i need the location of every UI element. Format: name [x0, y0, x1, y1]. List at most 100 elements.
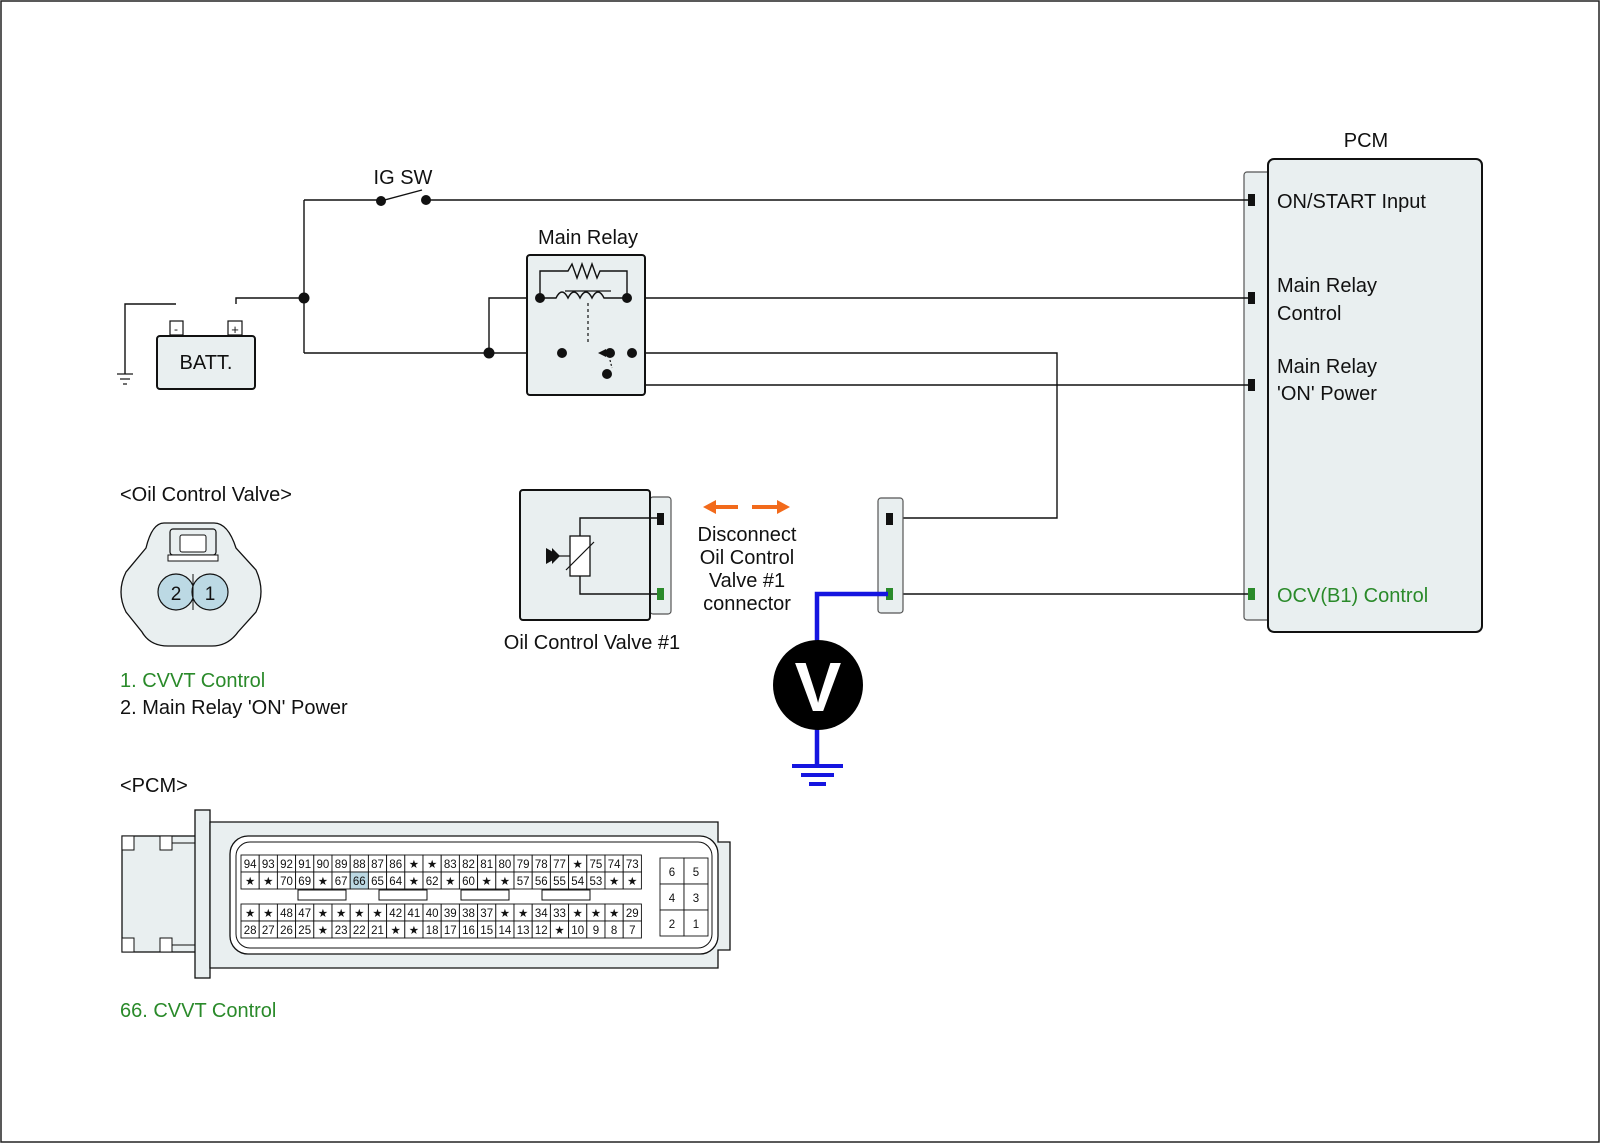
- pcm-pin-label: 88: [353, 859, 366, 871]
- pcm-pin-label: ★: [245, 876, 255, 888]
- pcm-box: [1267, 158, 1483, 633]
- pcm-pin-label: 81: [480, 859, 493, 871]
- pcm-pin-label: 79: [517, 859, 530, 871]
- pcm-pin-label: 66: [353, 876, 366, 888]
- ig-sw-label: IG SW: [374, 167, 433, 189]
- pcm-pin-label: 55: [553, 876, 566, 888]
- pcm-pin-label: 29: [626, 908, 639, 920]
- battery-ground-wire: [124, 303, 176, 374]
- meter-lead-positive: [814, 591, 888, 643]
- pcm-pin-label: ★: [445, 876, 455, 888]
- pcm-pin-label: 9: [593, 925, 599, 937]
- pcm-pin-label: 16: [462, 925, 475, 937]
- pcm-pin-label: 80: [499, 859, 512, 871]
- pcm-label-on-start: ON/START Input: [1277, 191, 1426, 213]
- ocv-legend-2: 2. Main Relay 'ON' Power: [120, 697, 348, 719]
- pcm-pin-label: ★: [318, 908, 328, 920]
- pcm-pin-label: 48: [280, 908, 293, 920]
- pcm-small-pin-label: 3: [693, 893, 699, 905]
- pcm-label-relay-power-1: Main Relay: [1277, 356, 1377, 378]
- pcm-pin-label: 26: [280, 925, 293, 937]
- pcm-pin-label: 17: [444, 925, 457, 937]
- pcm-pin-relay-power: [1248, 379, 1255, 391]
- main-relay: Main Relay: [526, 227, 646, 396]
- relay-coil: [540, 291, 627, 300]
- battery-pos-terminal: [227, 320, 243, 336]
- ocv-connector-title: <Oil Control Valve>: [120, 484, 292, 506]
- pcm-pin-label: 93: [262, 859, 275, 871]
- pcm-pin-label: 34: [535, 908, 548, 920]
- pcm-pin-label: 60: [462, 876, 475, 888]
- pcm-pin-label: 14: [499, 925, 512, 937]
- pcm-pin-ocv-control: [1248, 588, 1255, 600]
- battery-label: BATT.: [180, 352, 233, 374]
- pcm-pin-label: ★: [591, 908, 601, 920]
- pcm-pin-label: 22: [353, 925, 366, 937]
- pcm-small-pin-cell: [683, 857, 709, 885]
- oil-control-valve-1: Oil Control Valve #1: [504, 489, 680, 654]
- pcm-pin-label: 33: [553, 908, 566, 920]
- pcm-pin-label: 67: [335, 876, 348, 888]
- disconnect-line-4: connector: [703, 593, 791, 615]
- disconnect-note: Disconnect Oil Control Valve #1 connecto…: [698, 500, 797, 615]
- voltmeter-label: V: [795, 648, 842, 726]
- relay-power-wire: [631, 353, 1248, 386]
- pcm-pin-label: ★: [500, 908, 510, 920]
- pcm-pin-label: 90: [317, 859, 330, 871]
- pcm-pin-label: ★: [372, 908, 382, 920]
- pcm-block: PCM ON/START Input Main Relay Control Ma…: [1243, 130, 1483, 633]
- pcm-pin-label: 21: [371, 925, 384, 937]
- pcm-pin-label: 82: [462, 859, 475, 871]
- pcm-connector-legend: 66. CVVT Control: [120, 1000, 276, 1022]
- pcm-title: PCM: [1344, 130, 1388, 152]
- ig-switch: IG SW: [374, 167, 433, 206]
- ocv-connector-view: <Oil Control Valve> 2 1 1. CVVT Control …: [120, 484, 348, 719]
- disconnect-line-2: Oil Control: [700, 547, 794, 569]
- pcm-pin-label: 86: [389, 859, 402, 871]
- disconnect-line-1: Disconnect: [698, 524, 797, 546]
- ig-sw-contact: [380, 189, 423, 202]
- pcm-pin-label: 94: [244, 859, 257, 871]
- battery-positive-wire: [235, 297, 304, 304]
- pcm-pin-label: 70: [280, 876, 293, 888]
- pcm-pin-label: 56: [535, 876, 548, 888]
- main-relay-box: [526, 254, 646, 396]
- pcm-pin-label: 65: [371, 876, 384, 888]
- ocv-pin-1-label: 1: [205, 584, 216, 605]
- pcm-small-pin-label: 5: [693, 867, 699, 879]
- pcm-pin-label: 77: [553, 859, 566, 871]
- pcm-pin-label: ★: [263, 908, 273, 920]
- pcm-pin-label: ★: [482, 876, 492, 888]
- pcm-pin-label: 39: [444, 908, 457, 920]
- pcm-small-pin-label: 6: [669, 867, 675, 879]
- pcm-label-relay-power-2: 'ON' Power: [1277, 383, 1377, 405]
- pcm-pin-label: 15: [480, 925, 493, 937]
- pcm-pin-label: 91: [298, 859, 311, 871]
- pcm-small-pin-cell: [683, 909, 709, 937]
- pcm-small-pin-label: 1: [693, 919, 699, 931]
- pcm-pin-label: ★: [573, 908, 583, 920]
- pcm-pin-label: 78: [535, 859, 548, 871]
- pcm-pin-label: 28: [244, 925, 257, 937]
- pcm-pin-label: 73: [626, 859, 639, 871]
- pcm-connector-title: <PCM>: [120, 775, 188, 797]
- wires: [124, 199, 1248, 595]
- pcm-pin-label: ★: [318, 876, 328, 888]
- pcm-pin-label: 8: [611, 925, 617, 937]
- pcm-pin-label: ★: [573, 859, 583, 871]
- pcm-pin-label: 10: [571, 925, 584, 937]
- pcm-pin-label: 87: [371, 859, 384, 871]
- pcm-pin-label: 69: [298, 876, 311, 888]
- pcm-pin-label: 62: [426, 876, 439, 888]
- pcm-pin-label: ★: [609, 908, 619, 920]
- voltmeter-body: [773, 640, 863, 730]
- relay-output-wire: [632, 352, 1058, 519]
- pcm-pin-label: 18: [426, 925, 439, 937]
- ocv-legend-1: 1. CVVT Control: [120, 670, 265, 692]
- pcm-pin-label: 54: [571, 876, 584, 888]
- pcm-pin-label: 25: [298, 925, 311, 937]
- pcm-pin-label: 53: [590, 876, 603, 888]
